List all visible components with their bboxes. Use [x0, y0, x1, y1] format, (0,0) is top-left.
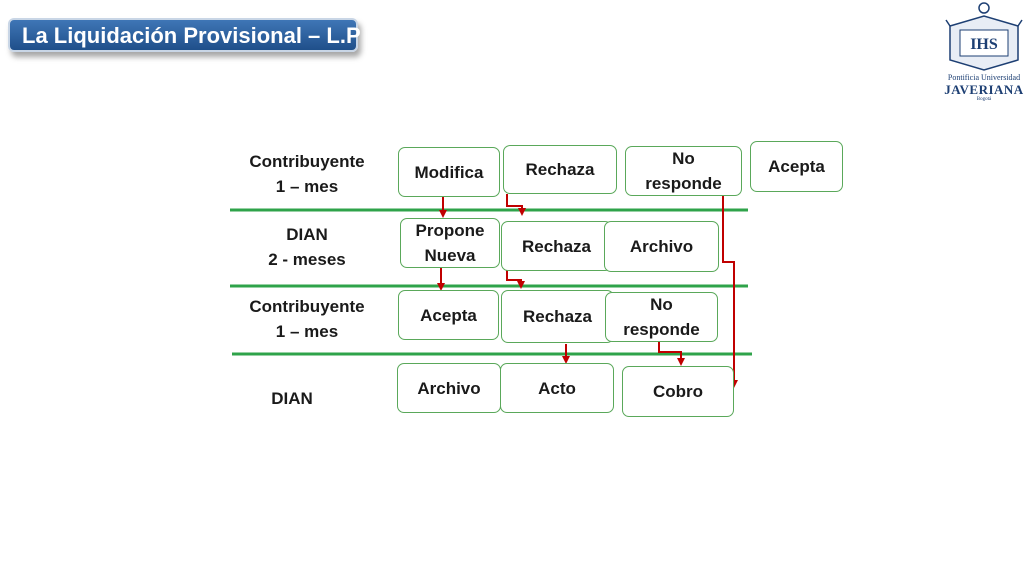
node-no-responde-1: No responde [625, 146, 742, 196]
row-label-dian-2: DIAN [271, 389, 313, 408]
logo-crest-icon: IHS [945, 2, 1023, 71]
arrow-noresponde1-cobro [722, 196, 738, 388]
node-propone-nueva: Propone Nueva [400, 218, 500, 268]
row-label-contribuyente-2: Contribuyente 1 – mes [249, 297, 365, 341]
node-rechaza-1: Rechaza [503, 145, 617, 194]
node-acepta-1: Acepta [750, 141, 843, 192]
arrow-rechaza2-rechaza3 [506, 270, 525, 289]
node-rechaza-3: Rechaza [501, 290, 614, 343]
node-acto: Acto [500, 363, 614, 413]
node-archivo-2: Archivo [397, 363, 501, 413]
logo-line-1: Pontificia Universidad [947, 73, 1021, 82]
row-label-contribuyente-1: Contribuyente 1 – mes [249, 152, 365, 196]
arrow-rechaza1-rechaza2 [506, 194, 526, 216]
node-archivo-1: Archivo [604, 221, 719, 272]
node-acepta-2: Acepta [398, 290, 499, 340]
node-rechaza-2: Rechaza [501, 221, 612, 271]
node-no-responde-2: No responde [605, 292, 718, 342]
node-cobro: Cobro [622, 366, 734, 417]
logo-monogram: IHS [970, 36, 998, 53]
row-label-dian-1: DIAN 2 - meses [268, 225, 346, 269]
arrow-noresponde2-cobro [658, 338, 685, 366]
title-banner: La Liquidación Provisional – L.P [8, 18, 361, 52]
logo-line-2: JAVERIANA [944, 82, 1024, 97]
node-modifica: Modifica [398, 147, 500, 197]
logo-line-3: Bogotá [976, 97, 992, 102]
page-title: La Liquidación Provisional – L.P [22, 23, 361, 48]
university-logo: IHS Pontificia Universidad JAVERIANA Bog… [944, 0, 1024, 105]
